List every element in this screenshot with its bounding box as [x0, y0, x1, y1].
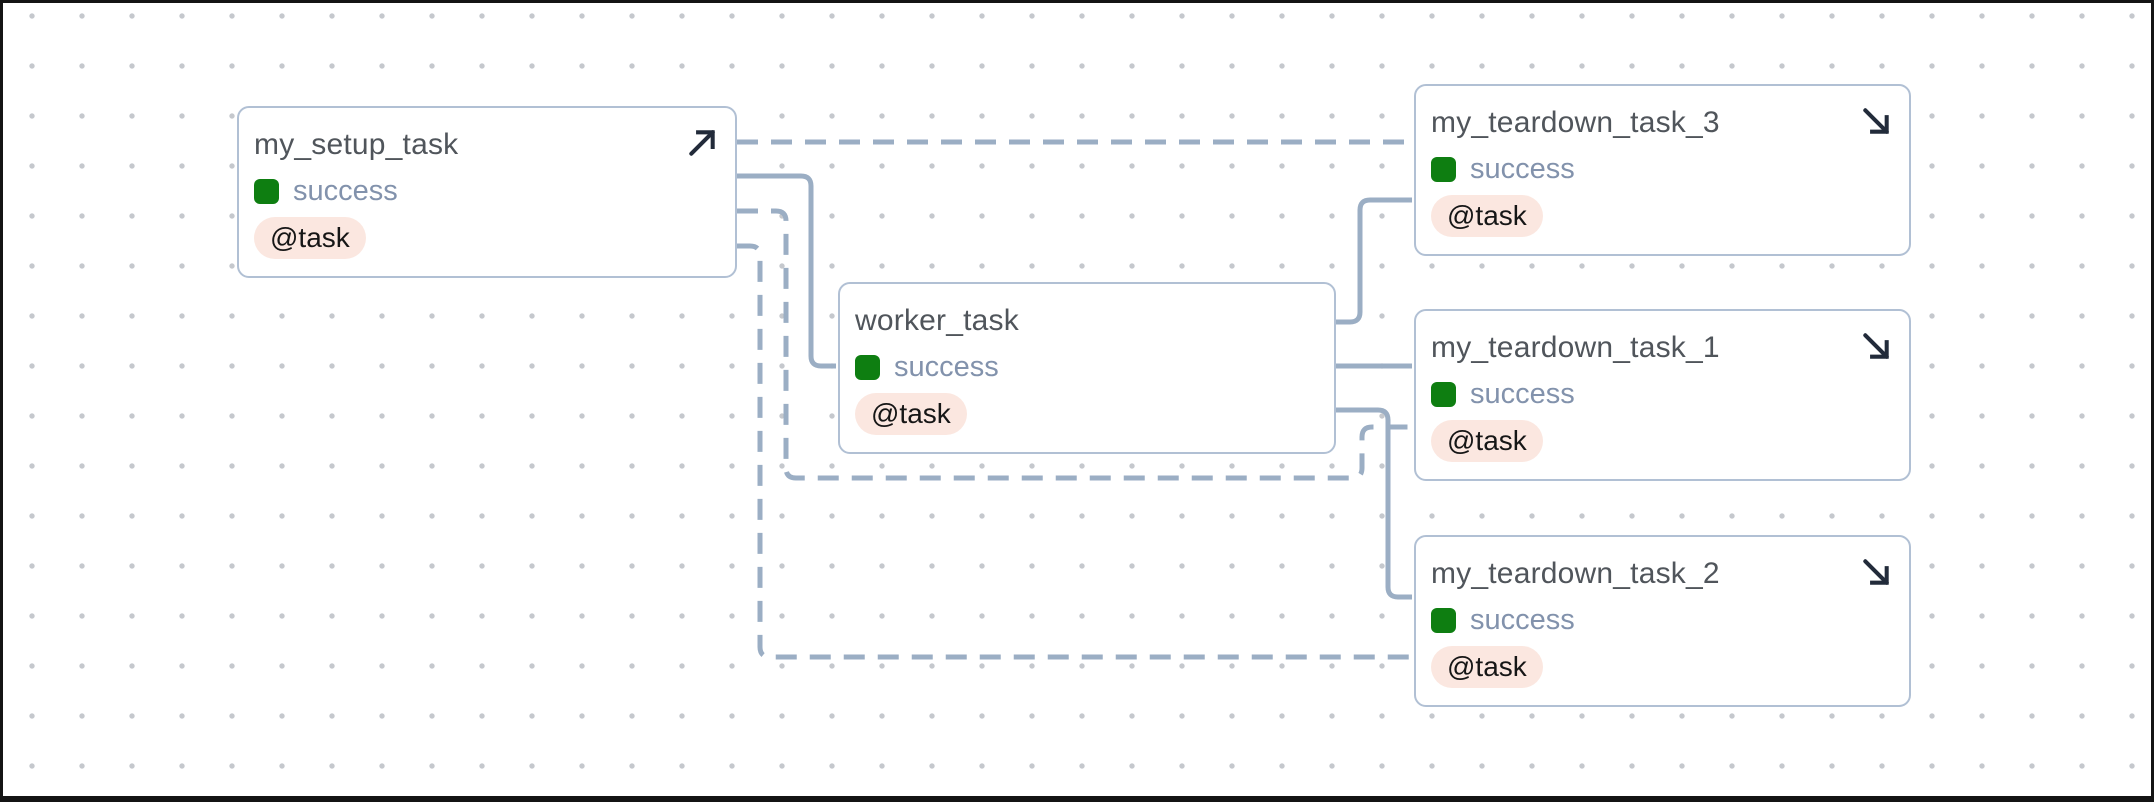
edge-my_setup_task-to-worker_task: [737, 173, 836, 369]
task-title: my_setup_task: [254, 128, 459, 161]
task-decorator-badge: @task: [855, 393, 967, 435]
task-decorator-badge: @task: [1431, 646, 1543, 688]
status-label: success: [1470, 152, 1575, 185]
status-color-swatch: [1431, 156, 1456, 182]
task-decorator-badge: @task: [254, 217, 366, 259]
task-status-row: success: [1431, 603, 1893, 636]
task-title: my_teardown_task_2: [1431, 557, 1720, 590]
status-color-swatch: [254, 178, 279, 204]
status-label: success: [1470, 603, 1575, 636]
task-decorator-badge: @task: [1431, 195, 1543, 237]
task-title: worker_task: [855, 304, 1019, 337]
teardown-arrow-icon: [1863, 333, 1889, 359]
edge-worker_task-to-my_teardown_task_2: [1334, 407, 1412, 600]
task-status-row: success: [1431, 377, 1893, 410]
status-color-swatch: [855, 354, 880, 380]
task-title: my_teardown_task_1: [1431, 331, 1720, 364]
task-status-row: success: [254, 174, 719, 207]
teardown-arrow-icon: [1863, 559, 1889, 585]
edge-my_setup_task-to-my_teardown_task_2: [737, 243, 1412, 660]
status-label: success: [293, 174, 398, 207]
task-status-row: success: [1431, 152, 1893, 185]
status-label: success: [1470, 377, 1575, 410]
setup-arrow-icon: [689, 130, 715, 156]
edge-worker_task-to-my_teardown_task_3: [1334, 197, 1412, 325]
status-color-swatch: [1431, 607, 1456, 633]
status-color-swatch: [1431, 381, 1456, 407]
task-decorator-badge: @task: [1431, 420, 1543, 462]
status-label: success: [894, 350, 999, 383]
task-status-row: success: [855, 350, 1318, 383]
task-title: my_teardown_task_3: [1431, 106, 1720, 139]
teardown-arrow-icon: [1863, 108, 1889, 134]
edge-layer: [737, 139, 1412, 660]
edge-my_setup_task-to-my_teardown_task_1: [737, 208, 1412, 481]
